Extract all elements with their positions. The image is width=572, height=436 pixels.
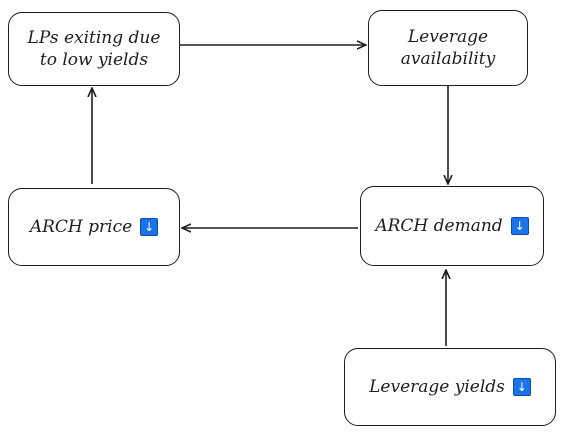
node-leverage-availability-line2: availability — [400, 49, 496, 69]
node-leverage-availability: Leverage availability — [368, 10, 528, 86]
down-arrow-icon: ↓ — [512, 378, 531, 396]
node-lps-exiting-line2: to low yields — [39, 50, 149, 70]
down-arrow-icon: ↓ — [140, 218, 159, 236]
node-leverage-availability-line1: Leverage — [407, 27, 489, 47]
node-arch-demand-label: ARCH demand — [375, 216, 503, 236]
node-arch-price: ARCH price ↓ — [8, 188, 180, 266]
node-leverage-yields: Leverage yields ↓ — [344, 348, 556, 426]
node-lps-exiting: LPs exiting due to low yields — [8, 12, 180, 86]
node-lps-exiting-line1: LPs exiting due — [27, 28, 161, 48]
node-arch-demand: ARCH demand ↓ — [360, 186, 544, 266]
down-arrow-icon: ↓ — [510, 217, 529, 235]
node-leverage-yields-label: Leverage yields — [369, 377, 505, 397]
node-arch-price-label: ARCH price — [29, 217, 133, 237]
